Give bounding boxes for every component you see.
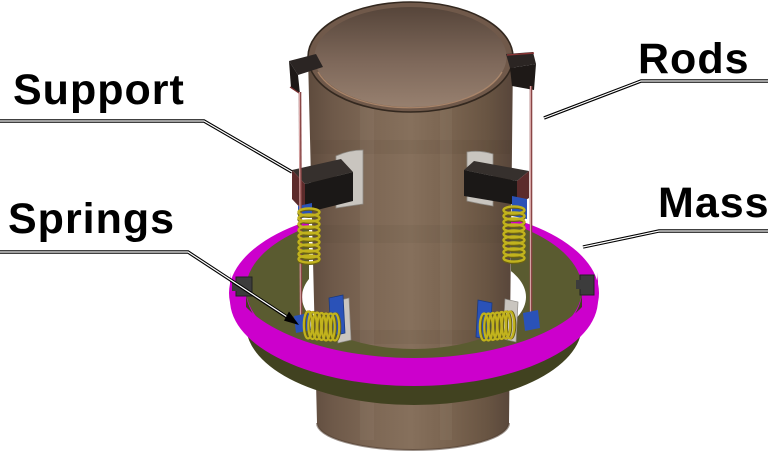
rods-leader-line <box>543 79 768 120</box>
rod-left-highlight <box>298 91 301 321</box>
top-bracket-right <box>506 52 536 90</box>
springs-leader-arrowhead <box>284 311 299 325</box>
spring-lower-left-coils <box>302 310 341 342</box>
cylinder-bottom-edge <box>316 422 510 451</box>
rod-left <box>298 91 303 321</box>
support-box-right-front <box>464 170 517 205</box>
label-springs: Springs <box>8 195 176 243</box>
support-box-left-front <box>305 172 353 213</box>
mass-leader-line <box>582 229 768 249</box>
top-bracket-left-pin <box>289 86 300 94</box>
top-bracket-right-side <box>510 64 536 90</box>
wood-band <box>312 225 510 243</box>
support-box-right-top <box>464 161 529 181</box>
spring-lower-right-coils <box>478 310 516 342</box>
spring-upper-right-coils <box>502 205 526 263</box>
support-leader-core <box>0 120 293 173</box>
spring-upper-left <box>297 207 321 265</box>
top-bracket-right-top <box>506 52 536 68</box>
top-bracket-left <box>289 54 323 94</box>
top-bracket-right-pin <box>506 52 535 56</box>
label-mass: Mass <box>658 179 768 227</box>
springs-leader-core <box>0 251 289 319</box>
label-support: Support <box>13 66 185 114</box>
ring-clamp-right-tab <box>576 280 581 289</box>
label-rods: Rods <box>638 35 750 83</box>
cylinder-opening <box>314 7 507 107</box>
rod-end-left <box>294 313 311 333</box>
support-box-right-end <box>517 171 529 205</box>
mass-leader-core <box>582 230 768 248</box>
leader-lines <box>0 79 768 325</box>
ring-clamp-right <box>579 274 595 296</box>
ring-clamp-left-tab <box>232 281 237 291</box>
rods-leader-core <box>543 80 768 119</box>
spring-upper-right <box>502 205 526 264</box>
spring-lower-left <box>302 294 352 344</box>
spring-upper-left-coils <box>297 207 321 264</box>
top-bracket-left-side <box>289 61 300 94</box>
top-bracket-left-top <box>289 54 323 75</box>
rod-end-right <box>523 310 540 331</box>
magenta-ring-band <box>230 272 598 386</box>
rods <box>294 86 540 333</box>
wood-band <box>314 330 508 344</box>
cylinder-inner-rim-highlight <box>317 71 503 109</box>
support-box-left-top <box>292 159 353 184</box>
wood-streak <box>440 60 452 440</box>
spring-lower-right <box>475 298 519 343</box>
